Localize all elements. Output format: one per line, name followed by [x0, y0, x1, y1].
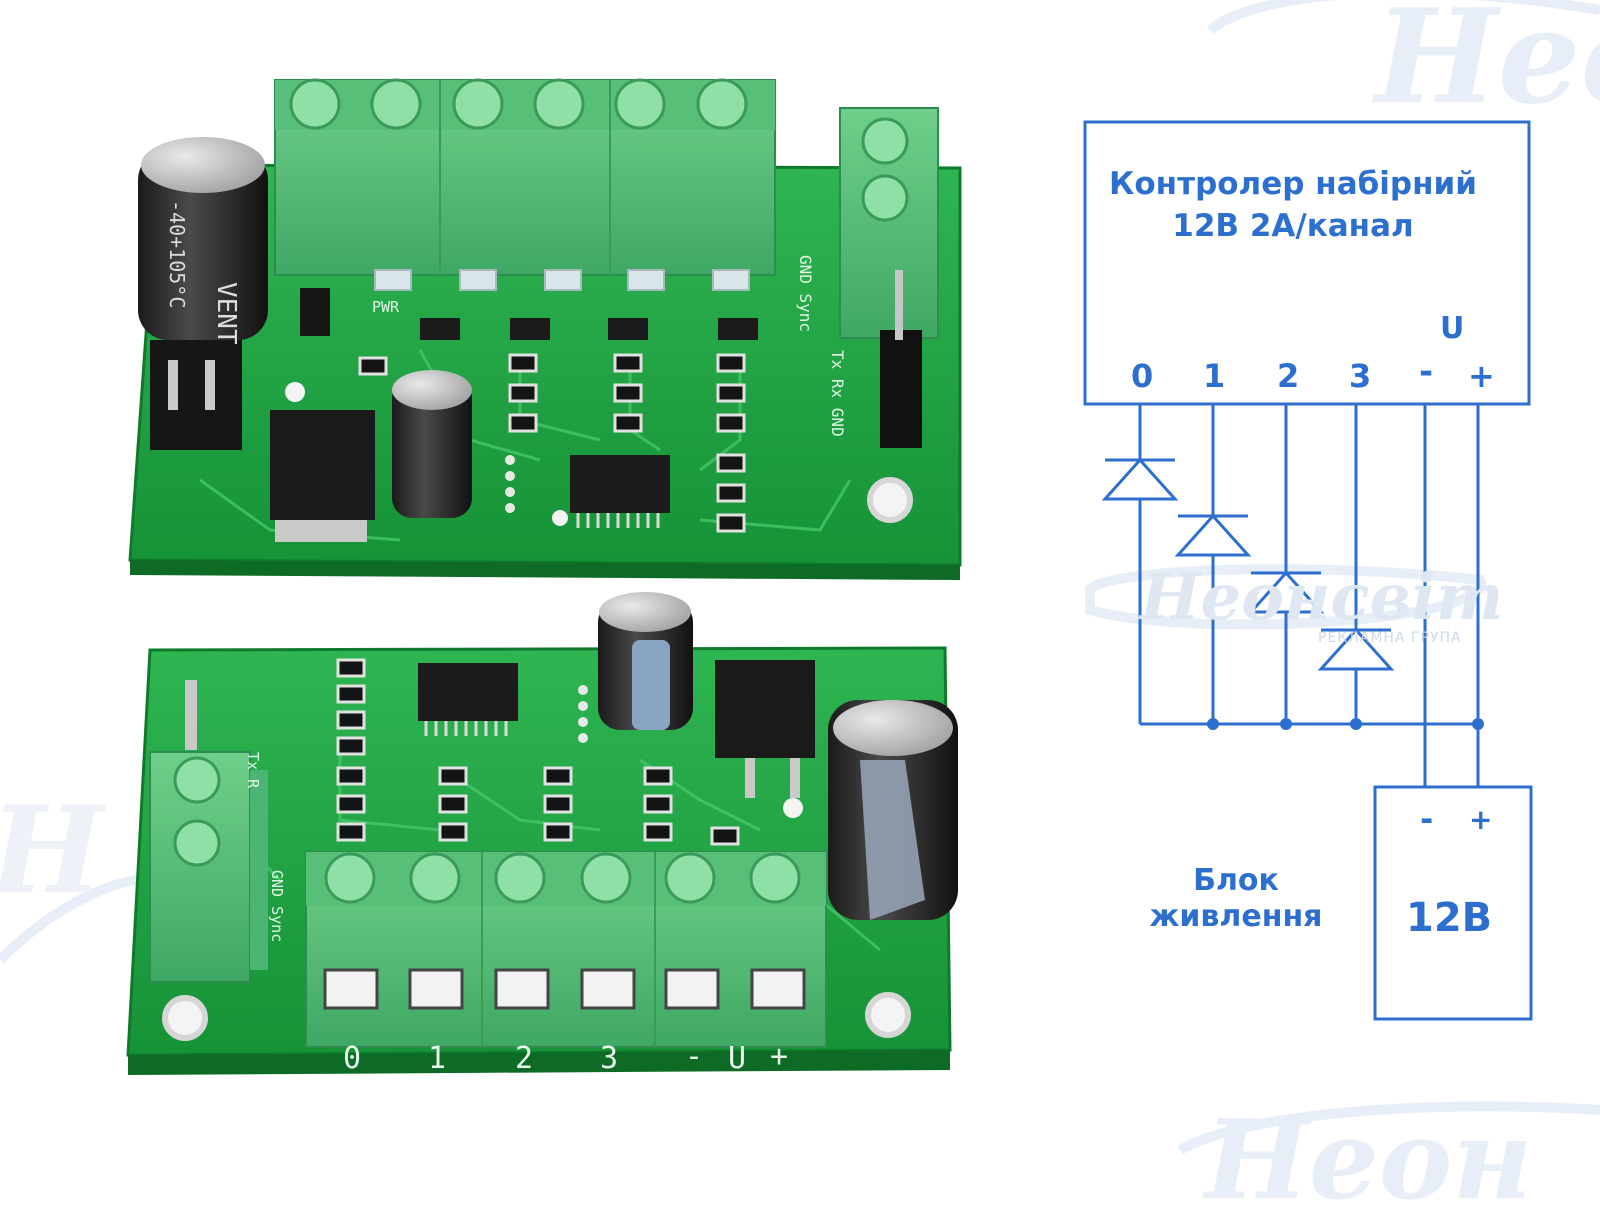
watermark-logo-center: Неонсвіт: [1140, 560, 1504, 635]
microcontroller-chip: [570, 455, 670, 513]
bottom-board-label-u: U: [728, 1041, 746, 1076]
bottom-board-sync-text: GND Sync: [268, 870, 286, 942]
psu-terminal-minus: -: [1420, 800, 1434, 838]
mounting-hole: [867, 477, 913, 523]
capacitor-large: [138, 150, 268, 340]
power-supply-box: [1373, 785, 1533, 1021]
top-board-sync-text: GND Sync: [796, 255, 815, 332]
watermark-logo-bottom: Неон: [1205, 1095, 1533, 1224]
bottom-board-label-minus: -: [685, 1039, 703, 1074]
bottom-controller-board: [126, 592, 958, 1075]
mounting-hole: [865, 992, 911, 1038]
pin-label-plus: +: [1468, 357, 1495, 395]
top-controller-board: [128, 78, 962, 580]
top-board-pwr-text: PWR: [372, 298, 400, 316]
voltage-regulator: [270, 410, 375, 520]
pin-label-3: 3: [1349, 357, 1372, 395]
watermark-logo-left: Н: [0, 780, 104, 921]
voltage-u-label: U: [1440, 311, 1465, 346]
terminal-wire-clamps: [323, 968, 806, 1010]
pin-label-minus: -: [1419, 352, 1434, 392]
diode-1: [1174, 513, 1252, 557]
top-board-vent-text: VENT: [211, 282, 241, 345]
voltage-regulator: [715, 660, 815, 758]
bottom-board-label-0: 0: [343, 1041, 361, 1076]
pin-label-1: 1: [1203, 357, 1226, 395]
mounting-hole: [783, 798, 803, 818]
microcontroller-chip: [418, 663, 518, 721]
pin-label-0: 0: [1131, 357, 1154, 395]
controller-title-line-1: Контролер набірний: [1109, 166, 1477, 202]
smd-resistors: [336, 658, 740, 846]
psu-terminal-plus: +: [1469, 803, 1493, 836]
bottom-board-tx-text: Tx R: [244, 752, 262, 789]
power-supply-label-line-1: Блок: [1193, 863, 1279, 898]
smd-resistors: [358, 353, 746, 533]
wiring-diagram: [1083, 120, 1533, 1021]
power-supply-label-line-2: живлення: [1149, 899, 1323, 934]
bottom-board-label-plus: +: [770, 1039, 788, 1074]
diode-0: [1101, 457, 1179, 501]
mounting-hole: [162, 995, 208, 1041]
watermark-logo-top: Нео: [1375, 0, 1600, 133]
bottom-board-label-1: 1: [428, 1041, 446, 1076]
mounting-hole: [285, 382, 305, 402]
controller-title: Контролер набірний 12В 2А/канал: [1085, 163, 1501, 247]
psu-voltage: 12В: [1406, 895, 1493, 941]
controller-title-line-2: 12В 2А/канал: [1172, 208, 1414, 244]
status-leds: [374, 269, 750, 291]
controller-box: [1083, 120, 1531, 406]
watermark-subtitle: РЕКЛАМНА ГРУПА: [1318, 630, 1462, 646]
power-supply-label: Блок живлення: [1128, 863, 1344, 935]
junction-dots: [1207, 718, 1484, 730]
pin-label-2: 2: [1277, 357, 1300, 395]
terminal-screws: [289, 78, 748, 130]
bottom-board-label-2: 2: [515, 1041, 533, 1076]
diode-2: [1247, 570, 1325, 614]
diode-3: [1317, 627, 1395, 671]
top-board-uart-text: Tx Rx GND: [828, 350, 847, 437]
watermark-swoosh: [0, 0, 1600, 1155]
transistors: [420, 318, 758, 340]
mounting-hole: [552, 510, 568, 526]
top-board-temp-text: -40+105°C: [165, 200, 189, 308]
terminal-screws: [324, 852, 801, 904]
capacitor-small: [392, 378, 472, 518]
bottom-board-label-3: 3: [600, 1041, 618, 1076]
